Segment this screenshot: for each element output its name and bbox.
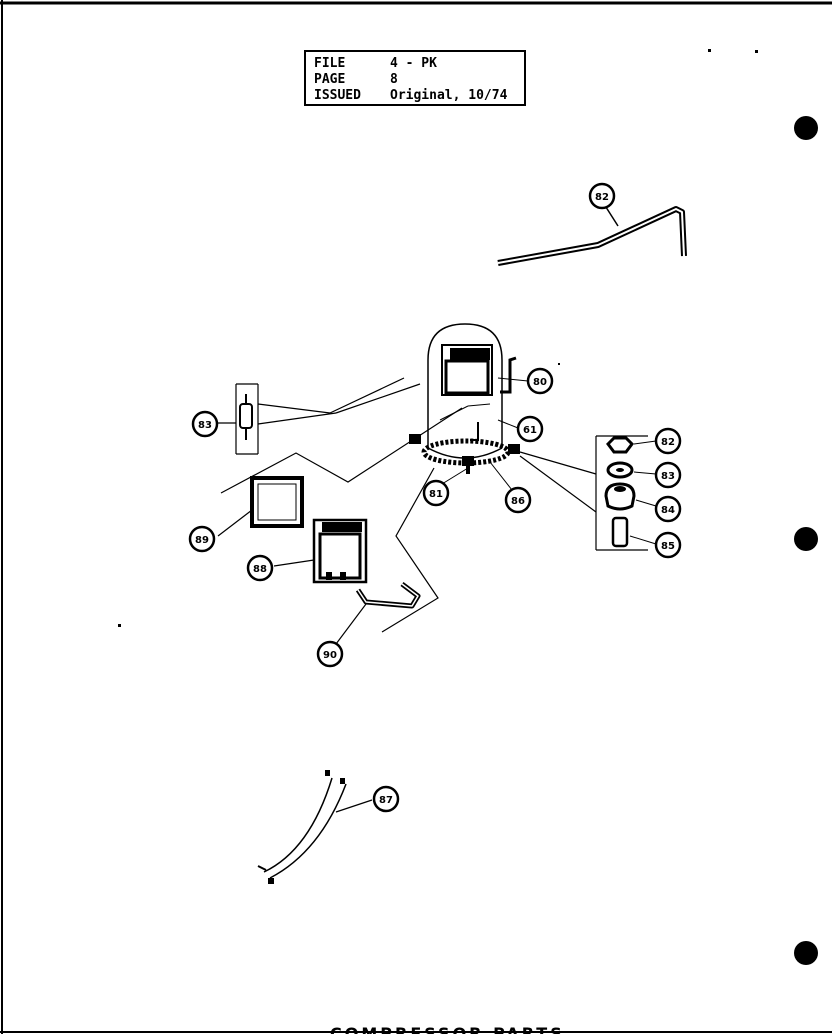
callout-label: 86 (511, 496, 525, 507)
file-label: FILE (314, 56, 346, 71)
callout-label: 83 (198, 420, 212, 431)
mounting-hardware-group (519, 435, 657, 551)
speck (118, 624, 121, 627)
binder-hole-bottom (794, 941, 818, 965)
issued-value: Original, 10/74 (390, 88, 508, 103)
binder-hole-middle (794, 527, 818, 551)
callout-label: 89 (195, 535, 209, 546)
callout-88-cover: 88 (246, 554, 274, 582)
callout-label: 80 (533, 377, 547, 388)
compressor-unit (409, 323, 520, 474)
callout-82-nut: 82 (654, 427, 682, 455)
callout-80-inner-tube: 80 (526, 367, 554, 395)
file-value: 4 - PK (390, 56, 437, 71)
callout-83-washer: 83 (654, 461, 682, 489)
discharge-tube (497, 203, 687, 266)
callout-61-compressor: 61 (516, 415, 544, 443)
page-label: PAGE (314, 72, 346, 87)
start-relay-bracket (218, 377, 421, 455)
footer-title: COMPRESSOR PARTS (330, 1024, 565, 1034)
callout-82-tube: 82 (588, 182, 616, 210)
speck (708, 49, 711, 52)
callout-label: 82 (661, 437, 675, 448)
callout-87-harness: 87 (372, 785, 400, 813)
callout-90-clip: 90 (316, 640, 344, 668)
callout-label: 88 (253, 564, 267, 575)
callout-81-overload: 81 (422, 479, 450, 507)
page-value: 8 (390, 72, 398, 87)
file-info-box: FILE 4 - PK PAGE 8 ISSUED Original, 10/7… (304, 50, 526, 106)
callout-leaders (441, 377, 529, 491)
wire-harness (257, 770, 373, 884)
terminal-cover (273, 518, 368, 584)
callout-label: 87 (379, 795, 393, 806)
terminal-gasket (217, 476, 304, 537)
callout-label: 61 (523, 425, 537, 436)
cover-bail-clip (335, 582, 421, 645)
speck (558, 363, 560, 365)
callout-89-gasket: 89 (188, 525, 216, 553)
callout-label: 85 (661, 541, 675, 552)
assembly-leader-lines (220, 407, 463, 633)
callout-86-bolt: 86 (504, 486, 532, 514)
callout-label: 81 (429, 489, 443, 500)
issued-label: ISSUED (314, 88, 361, 103)
callout-label: 82 (595, 192, 609, 203)
callout-84-grommet: 84 (654, 495, 682, 523)
issued-row: ISSUED Original, 10/74 (314, 88, 516, 104)
binder-hole-top (794, 116, 818, 140)
callout-label: 84 (661, 505, 675, 516)
callout-label: 83 (661, 471, 675, 482)
callout-label: 90 (323, 650, 337, 661)
page-row: PAGE 8 (314, 72, 516, 88)
speck (755, 50, 758, 53)
callout-85-sleeve: 85 (654, 531, 682, 559)
callout-83-relay: 83 (191, 410, 219, 438)
file-row: FILE 4 - PK (314, 56, 516, 72)
